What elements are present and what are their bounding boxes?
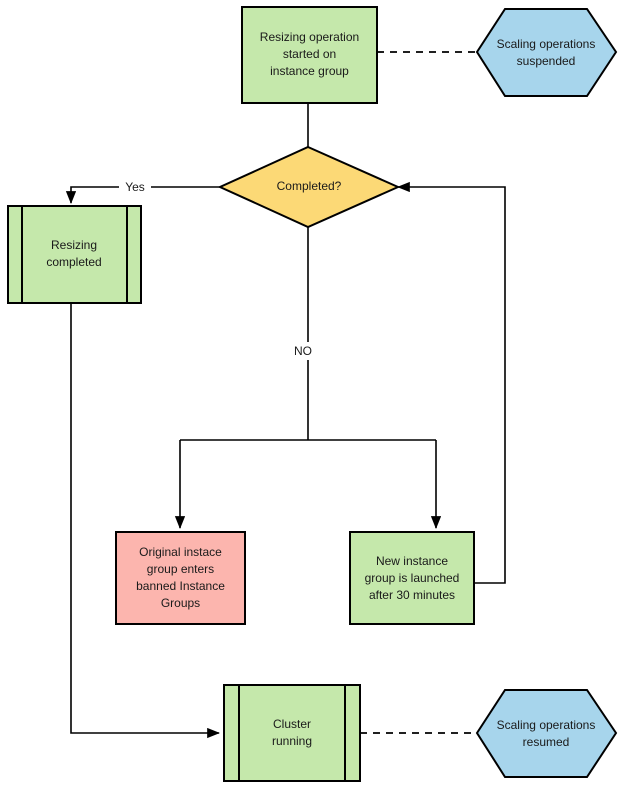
node-scaling-resumed-line-2: resumed	[523, 735, 570, 749]
node-original-banned-line-4: Groups	[161, 596, 200, 610]
edge-new-group-feedback-to-decision	[397, 181, 506, 584]
node-new-group-launched-line-3: after 30 minutes	[369, 588, 455, 602]
node-scaling-suspended[interactable]: Scaling operations suspended	[475, 8, 618, 97]
node-original-banned-body	[115, 531, 246, 625]
edge-resizing-completed-to-cluster-running	[70, 303, 220, 739]
node-scaling-resumed[interactable]: Scaling operations resumed	[475, 689, 618, 778]
node-resizing-completed[interactable]: Resizing completed	[7, 205, 142, 304]
node-cluster-running-body	[223, 684, 361, 782]
edge-label-no-text: NO	[294, 344, 312, 358]
node-resizing-completed-line-2: completed	[46, 255, 101, 269]
node-scaling-suspended-body	[475, 8, 618, 97]
node-new-group-launched-body	[349, 531, 475, 625]
node-resizing-started-line-3: instance group	[270, 64, 349, 78]
edge-decision-yes-to-resizing-completed	[65, 186, 222, 204]
node-completed-decision[interactable]: Completed?	[217, 145, 401, 229]
node-cluster-running-line-1: Cluster	[273, 717, 311, 731]
node-scaling-resumed-body	[475, 689, 618, 778]
node-new-group-launched[interactable]: New instance group is launched after 30 …	[349, 531, 475, 625]
node-resizing-started[interactable]: Resizing operation started on instance g…	[241, 6, 378, 104]
node-resizing-started-body	[241, 6, 378, 104]
node-new-group-launched-line-2: group is launched	[365, 571, 460, 585]
node-completed-decision-label: Completed?	[277, 179, 342, 193]
node-cluster-running[interactable]: Cluster running	[223, 684, 361, 782]
node-scaling-suspended-line-1: Scaling operations	[497, 37, 596, 51]
node-original-banned-line-1: Original instace	[139, 545, 222, 559]
node-original-banned[interactable]: Original instace group enters banned Ins…	[115, 531, 246, 625]
node-original-banned-line-3: banned Instance	[136, 579, 225, 593]
node-original-banned-line-2: group enters	[147, 562, 214, 576]
node-new-group-launched-line-1: New instance	[376, 554, 448, 568]
edge-label-yes: Yes	[119, 178, 151, 196]
node-scaling-suspended-line-2: suspended	[517, 54, 576, 68]
node-completed-decision-body	[217, 145, 401, 229]
node-resizing-started-line-2: started on	[283, 47, 336, 61]
edge-label-yes-text: Yes	[125, 180, 145, 194]
node-resizing-started-line-1: Resizing operation	[260, 30, 359, 44]
node-scaling-resumed-line-1: Scaling operations	[497, 718, 596, 732]
node-resizing-completed-line-1: Resizing	[51, 238, 97, 252]
node-cluster-running-line-2: running	[272, 734, 312, 748]
edge-label-no: NO	[288, 342, 316, 360]
node-resizing-completed-body	[7, 205, 142, 304]
